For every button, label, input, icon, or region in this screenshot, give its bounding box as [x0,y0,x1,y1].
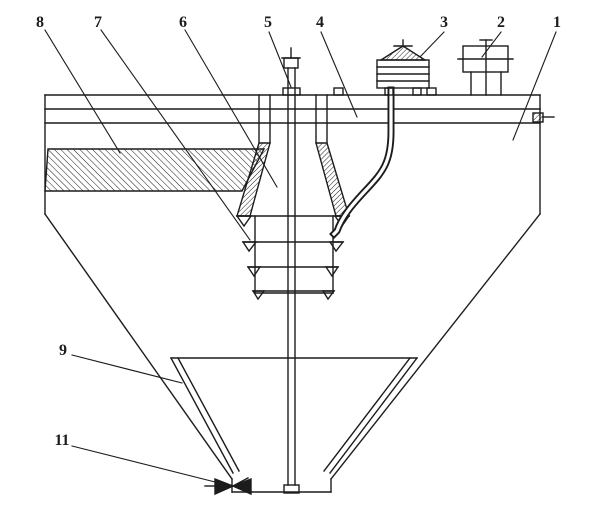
standpipe [457,39,514,96]
leader-4 [320,31,358,118]
callout-5: 5 [264,14,272,31]
callout-11: 11 [54,432,69,449]
callout-3: 3 [440,14,448,31]
leader-9 [71,354,183,384]
callout-6: 6 [179,14,187,31]
callout-2: 2 [497,14,505,31]
leader-lines [44,29,557,484]
discharge-valve [204,477,252,496]
feed-pipe [329,86,395,239]
leader-8 [44,29,121,154]
callout-8: 8 [36,14,44,31]
inner-cone-liner [170,357,418,474]
drive-motor [376,39,430,96]
callout-4: 4 [316,14,324,31]
leader-3 [419,31,445,58]
rake-cone-assembly [235,215,351,301]
callout-9: 9 [59,342,67,359]
tank-outline [44,94,541,493]
leader-2 [481,31,502,58]
leader-6 [184,29,278,188]
leader-7 [100,29,251,241]
inclined-plate-pack [44,148,266,192]
leader-5 [268,31,292,88]
deck-posts [333,87,437,96]
callout-1: 1 [553,14,561,31]
leader-11 [71,445,220,484]
overflow-outlet [532,112,555,123]
callout-labels: 8 7 6 5 4 3 2 1 9 11 [36,14,561,449]
leader-1 [512,31,557,141]
callout-7: 7 [94,14,102,31]
drive-shaft [281,47,301,494]
